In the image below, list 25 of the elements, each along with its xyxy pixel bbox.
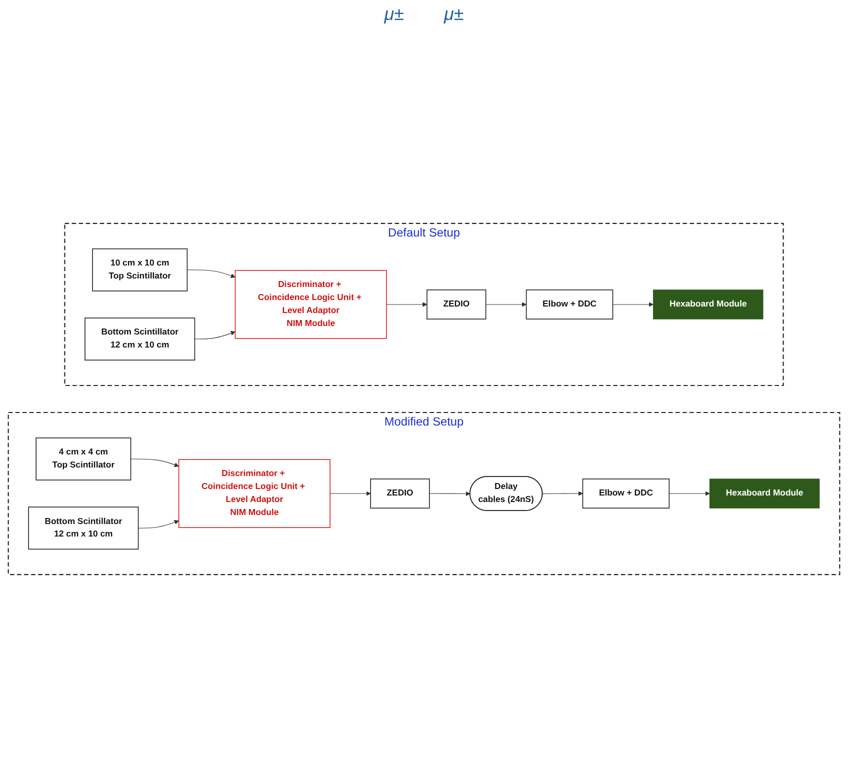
arrow bbox=[330, 491, 371, 496]
node-box: Bottom Scintillator 12 cm x 10 cm bbox=[84, 318, 196, 360]
node-box: ZEDIO bbox=[426, 289, 486, 320]
particle-label: μ± bbox=[384, 4, 404, 25]
arrow bbox=[668, 491, 710, 496]
node-box: Hexaboard Module bbox=[653, 290, 764, 320]
particle-label: μ± bbox=[444, 4, 464, 25]
node-box: Bottom Scintillator 12 cm x 10 cm bbox=[28, 506, 139, 550]
arrow bbox=[542, 491, 583, 496]
node-box: 10 cm x 10 cm Top Scintillator bbox=[92, 248, 188, 292]
arrow bbox=[429, 491, 470, 496]
arrow bbox=[194, 330, 236, 340]
node-box: Discriminator + Coincidence Logic Unit + Level Adaptor NIM Module bbox=[178, 459, 330, 528]
node-box: ZEDIO bbox=[370, 478, 430, 509]
node-box: Elbow + DDC bbox=[526, 289, 614, 320]
arrow bbox=[486, 302, 527, 307]
arrow bbox=[138, 520, 180, 528]
arrow bbox=[386, 302, 428, 307]
arrow bbox=[130, 458, 180, 468]
arrow bbox=[186, 270, 236, 278]
node-box: Hexaboard Module bbox=[709, 478, 820, 508]
arrow bbox=[612, 302, 654, 307]
node-box: Discriminator + Coincidence Logic Unit + Level Adaptor NIM Module bbox=[234, 270, 387, 339]
node-box: Elbow + DDC bbox=[582, 478, 670, 509]
node-box: 4 cm x 4 cm Top Scintillator bbox=[36, 438, 132, 480]
